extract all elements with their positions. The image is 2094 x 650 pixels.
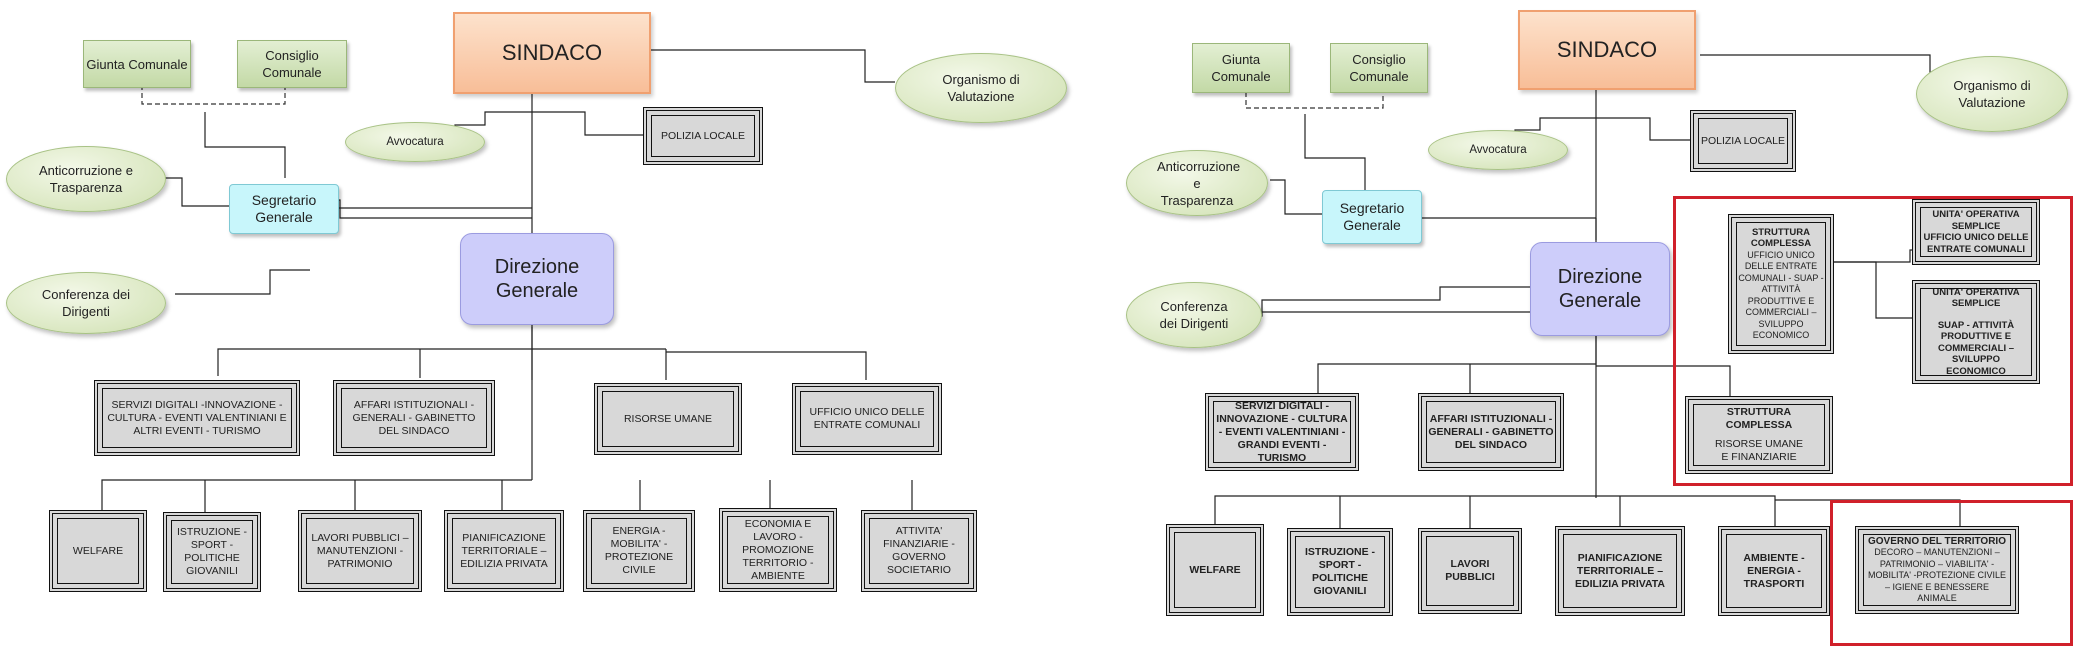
dept-governo-territorio-right: GOVERNO DEL TERRITORIO DECORO – MANUTENZ…: [1855, 526, 2019, 614]
struttura-body: RISORSE UMANE E FINANZIARIE: [1714, 438, 1804, 463]
dept-label: ISTRUZIONE - SPORT - POLITICHE GIOVANILI: [177, 526, 247, 577]
dept-welfare-right: WELFARE: [1166, 524, 1264, 616]
dept-label: ECONOMIA E LAVORO - PROMOZIONE TERRITORI…: [742, 517, 814, 582]
polizia-locale-box: POLIZIA LOCALE: [643, 107, 763, 165]
dept-label: AFFARI ISTITUZIONALI - GENERALI - GABINE…: [1428, 412, 1554, 451]
uos-suap: UNITA' OPERATIVA SEMPLICE SUAP - ATTIVIT…: [1912, 280, 2040, 384]
giunta-comunale-label: Giunta Comunale: [86, 56, 188, 72]
polizia-locale-label: POLIZIA LOCALE: [660, 129, 746, 142]
struttura-title: STRUTTURA COMPLESSA: [1750, 226, 1812, 250]
giunta-comunale-label: Giunta Comunale: [1211, 52, 1271, 84]
dept-label: SERVIZI DIGITALI -INNOVAZIONE - CULTURA …: [107, 398, 287, 437]
dept-label: WELFARE: [1189, 563, 1241, 576]
dept-label: WELFARE: [72, 544, 124, 557]
dept-affari-istituzionali-right: AFFARI ISTITUZIONALI - GENERALI - GABINE…: [1418, 393, 1564, 471]
dept-label: AFFARI ISTITUZIONALI - GENERALI - GABINE…: [352, 398, 476, 437]
sindaco-box-right: SINDACO: [1518, 10, 1696, 90]
dept-servizi-digitali: SERVIZI DIGITALI -INNOVAZIONE - CULTURA …: [94, 380, 300, 456]
dept-label: ISTRUZIONE - SPORT - POLITICHE GIOVANILI: [1305, 546, 1375, 597]
struttura-title: STRUTTURA COMPLESSA: [1725, 406, 1793, 431]
highlight-frame-governo: [1830, 500, 2073, 646]
conferenza-dirigenti-ellipse: Conferenza dei Dirigenti: [6, 272, 166, 334]
sindaco-label: SINDACO: [501, 40, 603, 65]
anticorruzione-ellipse-right: Anticorruzione e Trasparenza: [1126, 150, 1268, 216]
dept-pianificazione-right: PIANIFICAZIONE TERRITORIALE – EDILIZIA P…: [1555, 526, 1685, 616]
dept-energia-mobilita: ENERGIA - MOBILITA' - PROTEZIONE CIVILE: [583, 510, 695, 592]
dept-ufficio-unico-entrate: UFFICIO UNICO DELLE ENTRATE COMUNALI: [792, 383, 942, 455]
uos-body: UFFICIO UNICO DELLE ENTRATE COMUNALI: [1923, 232, 2029, 255]
dept-attivita-finanziarie: ATTIVITA' FINANZIARIE - GOVERNO SOCIETAR…: [861, 510, 977, 592]
polizia-locale-label: POLIZIA LOCALE: [1700, 134, 1786, 147]
avvocatura-label: Avvocatura: [1469, 143, 1527, 156]
direzione-generale-label: Direzione Generale: [494, 256, 580, 302]
struttura-complessa-risorse: STRUTTURA COMPLESSA RISORSE UMANE E FINA…: [1685, 396, 1833, 474]
giunta-comunale-box: Giunta Comunale: [83, 40, 191, 88]
dept-label: SERVIZI DIGITALI -INNOVAZIONE - CULTURA …: [1216, 399, 1348, 464]
organismo-valutazione-label: Organismo di Valutazione: [942, 72, 1020, 104]
sindaco-label: SINDACO: [1556, 37, 1658, 62]
giunta-comunale-box-right: Giunta Comunale: [1192, 43, 1290, 93]
direzione-generale-box: Direzione Generale: [460, 233, 614, 325]
dept-lavori-pubblici: LAVORI PUBBLICI – MANUTENZIONI - PATRIMO…: [298, 510, 422, 592]
avvocatura-label: Avvocatura: [386, 135, 444, 148]
dept-label: PIANIFICAZIONE TERRITORIALE – EDILIZIA P…: [1574, 551, 1666, 590]
uos-body: SUAP - ATTIVITÀ PRODUTTIVE E COMMERCIALI…: [1937, 319, 2015, 377]
uos-ufficio-entrate: UNITA' OPERATIVA SEMPLICE UFFICIO UNICO …: [1912, 199, 2040, 265]
consiglio-comunale-box: Consiglio Comunale: [237, 40, 347, 88]
organismo-valutazione-ellipse: Organismo di Valutazione: [895, 53, 1067, 123]
conferenza-dirigenti-ellipse-right: Conferenza dei Dirigenti: [1126, 282, 1262, 348]
conferenza-dirigenti-label: Conferenza dei Dirigenti: [41, 287, 131, 319]
dept-label: LAVORI PUBBLICI: [1445, 558, 1495, 583]
anticorruzione-label: Anticorruzione e Trasparenza: [1157, 158, 1241, 208]
dept-ambiente-energia-right: AMBIENTE - ENERGIA - TRASPORTI: [1718, 526, 1830, 616]
consiglio-comunale-label: Consiglio Comunale: [1349, 52, 1409, 84]
dept-istruzione: ISTRUZIONE - SPORT - POLITICHE GIOVANILI: [163, 512, 261, 592]
struttura-complessa-entrate: STRUTTURA COMPLESSA UFFICIO UNICO DELLE …: [1728, 214, 1834, 354]
uos-title: UNITA' OPERATIVA SEMPLICE: [1932, 209, 2020, 232]
highlight-frame-strutture: [1673, 196, 2073, 486]
polizia-locale-box-right: POLIZIA LOCALE: [1690, 110, 1796, 172]
segretario-generale-box-right: Segretario Generale: [1322, 190, 1422, 244]
governo-title: GOVERNO DEL TERRITORIO: [1868, 535, 2006, 547]
direzione-generale-box-right: Direzione Generale: [1530, 242, 1670, 336]
dept-label: RISORSE UMANE: [623, 412, 713, 425]
struttura-body: UFFICIO UNICO DELLE ENTRATE COMUNALI - S…: [1738, 249, 1824, 341]
uos-title: UNITA' OPERATIVA SEMPLICE: [1932, 286, 2020, 310]
avvocatura-ellipse: Avvocatura: [345, 122, 485, 162]
anticorruzione-label: Anticorruzione e Trasparenza: [39, 163, 133, 195]
dept-label: ATTIVITA' FINANZIARIE - GOVERNO SOCIETAR…: [883, 525, 955, 576]
governo-body: DECORO – MANUTENZIONI – PATRIMONIO – VIA…: [1867, 547, 2007, 603]
dept-lavori-pubblici-right: LAVORI PUBBLICI: [1418, 528, 1522, 614]
dept-istruzione-right: ISTRUZIONE - SPORT - POLITICHE GIOVANILI: [1287, 528, 1393, 616]
dept-label: LAVORI PUBBLICI – MANUTENZIONI - PATRIMO…: [311, 531, 409, 570]
organismo-valutazione-ellipse-right: Organismo di Valutazione: [1916, 56, 2068, 132]
sindaco-box: SINDACO: [453, 12, 651, 94]
avvocatura-ellipse-right: Avvocatura: [1428, 130, 1568, 170]
dept-risorse-umane: RISORSE UMANE: [594, 383, 742, 455]
dept-servizi-digitali-right: SERVIZI DIGITALI -INNOVAZIONE - CULTURA …: [1205, 393, 1359, 471]
segretario-generale-box: Segretario Generale: [229, 184, 339, 234]
segretario-generale-label: Segretario Generale: [251, 192, 317, 225]
organismo-valutazione-label: Organismo di Valutazione: [1953, 78, 2031, 110]
consiglio-comunale-label: Consiglio Comunale: [262, 48, 322, 80]
dept-label: PIANIFICAZIONE TERRITORIALE – EDILIZIA P…: [460, 531, 548, 570]
dept-label: AMBIENTE - ENERGIA - TRASPORTI: [1743, 551, 1805, 590]
anticorruzione-ellipse: Anticorruzione e Trasparenza: [6, 146, 166, 212]
dept-economia-lavoro: ECONOMIA E LAVORO - PROMOZIONE TERRITORI…: [719, 508, 837, 592]
conferenza-dirigenti-label: Conferenza dei Dirigenti: [1159, 299, 1229, 331]
consiglio-comunale-box-right: Consiglio Comunale: [1330, 43, 1428, 93]
dept-affari-istituzionali: AFFARI ISTITUZIONALI - GENERALI - GABINE…: [333, 380, 495, 456]
dept-label: ENERGIA - MOBILITA' - PROTEZIONE CIVILE: [604, 525, 674, 576]
dept-pianificazione: PIANIFICAZIONE TERRITORIALE – EDILIZIA P…: [444, 510, 564, 592]
direzione-generale-label: Direzione Generale: [1557, 266, 1643, 312]
dept-label: UFFICIO UNICO DELLE ENTRATE COMUNALI: [809, 406, 925, 431]
dept-welfare: WELFARE: [49, 510, 147, 592]
segretario-generale-label: Segretario Generale: [1339, 200, 1405, 233]
